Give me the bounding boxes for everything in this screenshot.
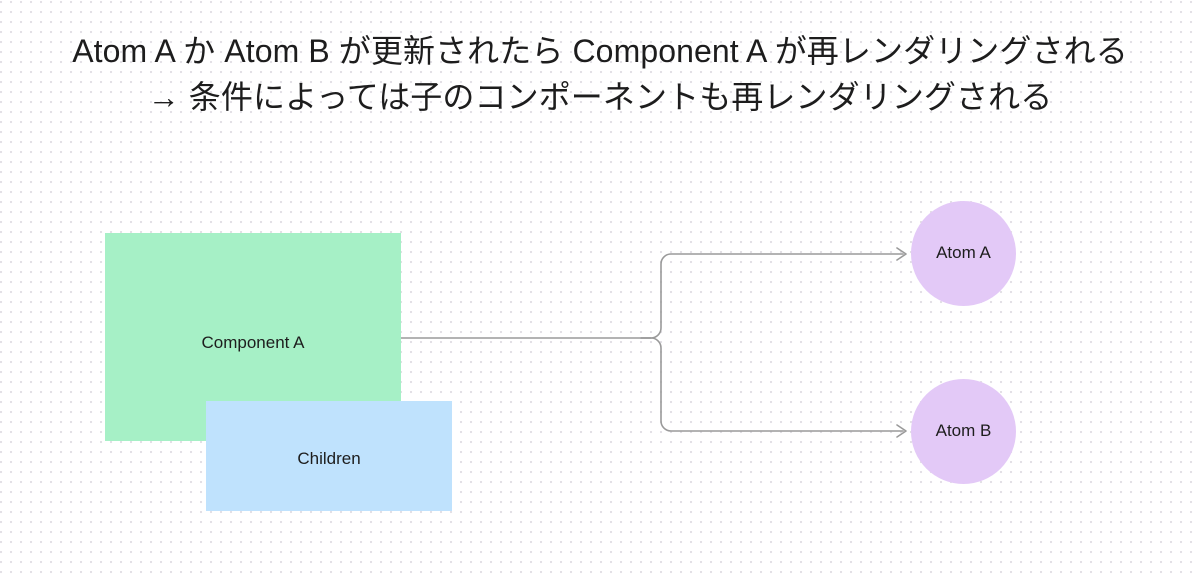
edge-component-a-to-atom-b (640, 337, 904, 432)
edge-component-a-to-atom-b-arrowhead (896, 424, 907, 438)
title-line-2: → 条件によっては子のコンポーネントも再レンダリングされる (147, 79, 1053, 115)
node-component-a-label: Component A (201, 332, 305, 352)
edge-component-a-to-atom-a (640, 253, 904, 339)
edge-component-a-to-atom-a-arrowhead (896, 247, 907, 261)
node-atom-a[interactable]: Atom A (911, 201, 1016, 306)
node-atom-b[interactable]: Atom B (911, 379, 1016, 484)
title-line-1: Atom A か Atom B が更新されたら Component A が再レン… (72, 33, 1128, 69)
node-atom-b-label: Atom B (935, 421, 992, 441)
node-children[interactable]: Children (206, 401, 452, 511)
page-title: Atom A か Atom B が更新されたら Component A が再レン… (0, 28, 1200, 120)
node-atom-a-label: Atom A (936, 243, 991, 263)
node-children-label: Children (297, 448, 361, 468)
